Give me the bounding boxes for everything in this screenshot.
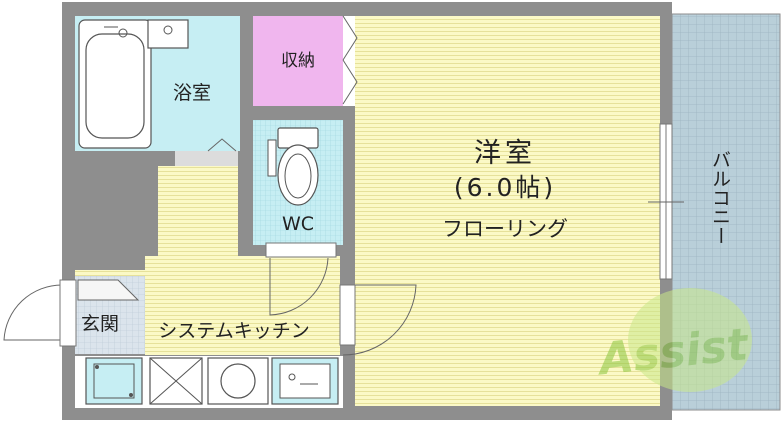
bath-sink [147, 19, 189, 49]
washing-machine-pan [85, 357, 143, 405]
hall-floor [158, 166, 238, 258]
assist-watermark: Assist [594, 288, 752, 392]
kitchen-sink [271, 357, 339, 405]
toilet-door [269, 257, 329, 316]
bathroom-step [175, 151, 238, 166]
room-door [342, 284, 417, 356]
western-room [355, 16, 660, 406]
storage-door-track [343, 16, 355, 106]
stove [207, 357, 269, 405]
entrance-door [3, 279, 77, 347]
western-room-label: 洋室 [474, 138, 536, 169]
toilet-label: WC [282, 213, 314, 235]
toilet [267, 127, 319, 206]
flooring-label: フローリング [442, 217, 568, 241]
balcony-label: バルコニー [709, 150, 731, 245]
entrance-label: 玄関 [81, 313, 119, 335]
bathtub [78, 19, 152, 149]
bathroom-label: 浴室 [173, 82, 211, 104]
kitchen-label: システムキッチン [158, 320, 309, 342]
storage [253, 16, 343, 106]
western-room-size: (6.0帖) [454, 173, 556, 202]
storage-label: 収納 [281, 51, 315, 71]
storage-door [342, 15, 358, 61]
refrigerator-space [149, 357, 203, 405]
kitchen-floor [145, 256, 340, 355]
shoe-box [77, 279, 140, 301]
